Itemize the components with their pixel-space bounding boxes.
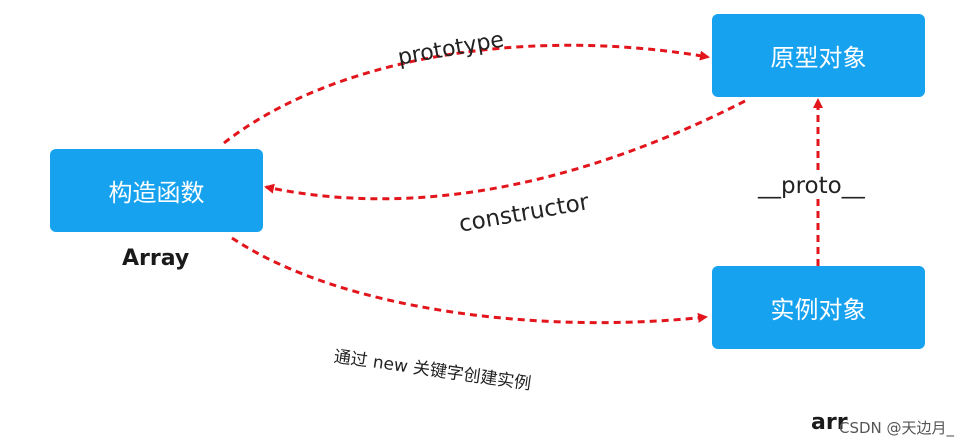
instance-object-label: 实例对象 xyxy=(770,296,867,324)
proto-edge-label: __proto__ xyxy=(756,173,867,199)
prototype-object-label: 原型对象 xyxy=(770,44,867,72)
constructor-function-label: 构造函数 xyxy=(108,179,205,207)
constructor-function-box: 构造函数 xyxy=(50,149,263,232)
instance-object-box: 实例对象 xyxy=(712,266,925,349)
prototype-object-box: 原型对象 xyxy=(712,14,925,97)
csdn-watermark: CSDN @天边月_ xyxy=(839,419,955,437)
new-instance-arrow xyxy=(231,236,708,325)
constructor-arrow xyxy=(264,99,746,201)
prototype-arrow xyxy=(223,43,710,145)
arr-label: arr xyxy=(811,410,848,435)
array-label: Array xyxy=(122,246,190,271)
